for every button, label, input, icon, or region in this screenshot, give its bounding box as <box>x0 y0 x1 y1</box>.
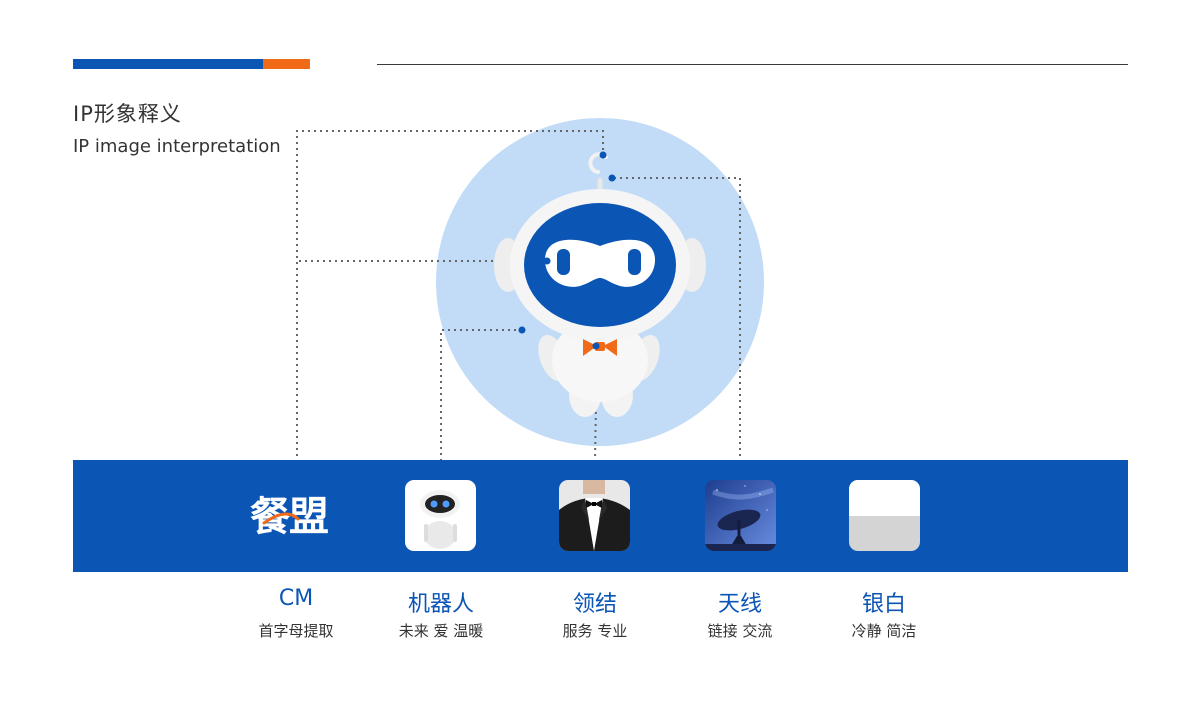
feature-subtitle-antenna: 链接 交流 <box>707 622 773 640</box>
mascot-left-eye <box>557 249 570 275</box>
header-accent-bar-blue <box>73 59 263 69</box>
silver-color-swatch-icon <box>849 480 920 551</box>
mascot-body <box>552 318 648 402</box>
feature-title-robot: 机器人 <box>407 592 474 617</box>
page-subtitle: IP image interpretation <box>73 136 281 157</box>
leader-dots <box>518 151 616 350</box>
feature-subtitle-robot: 未来 爱 温暖 <box>398 622 484 640</box>
header-accent-bar-orange <box>263 59 310 69</box>
satellite-dish-photo-icon <box>705 480 776 551</box>
brand-logo-icon: 餐盟 <box>250 493 345 541</box>
feature-title-bowtie: 领结 <box>572 592 617 617</box>
header-divider-line <box>377 64 1128 65</box>
robot-photo-icon <box>405 480 476 551</box>
feature-title-cm: CM <box>278 586 314 611</box>
brand-swoosh-icon <box>262 512 300 525</box>
feature-title-silver: 银白 <box>861 592 906 617</box>
feature-subtitle-cm: 首字母提取 <box>258 622 334 640</box>
leader-line-antenna <box>614 177 741 460</box>
feature-subtitle-bowtie: 服务 专业 <box>562 622 628 640</box>
feature-title-antenna: 天线 <box>717 592 762 617</box>
tuxedo-bowtie-photo-icon <box>559 480 630 551</box>
page-title: IP形象释义 <box>73 102 182 126</box>
feature-subtitle-silver: 冷静 简洁 <box>851 622 917 640</box>
brand-logo-text: 餐盟 <box>250 494 329 540</box>
mascot-right-eye <box>628 249 641 275</box>
